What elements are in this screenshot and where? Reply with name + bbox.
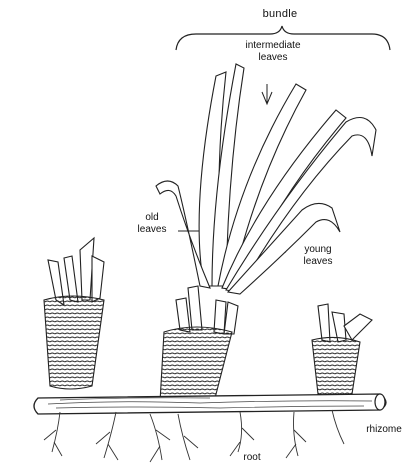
intermediate-leaves-label-line1: intermediate (228, 40, 318, 52)
intermediate-leaves-pointer (262, 84, 272, 104)
young-leaves-label: young leaves (286, 244, 350, 268)
rhizome-body (34, 394, 386, 414)
old-leaves-label-line2: leaves (120, 224, 184, 236)
rhizome-end-cap (375, 394, 385, 410)
young-leaves-label-line1: young (286, 244, 350, 256)
intermediate-leaves-label: intermediate leaves (228, 40, 318, 64)
old-leaves-label-line1: old (120, 212, 184, 224)
right-shoot (312, 304, 372, 396)
intermediate-leaves-label-line2: leaves (228, 52, 318, 64)
root-label: root (232, 452, 272, 464)
bundle-label: bundle (250, 8, 310, 20)
old-leaves-label: old leaves (120, 212, 184, 236)
young-leaves-label-line2: leaves (286, 256, 350, 268)
left-shoot (44, 238, 104, 389)
rhizome-label: rhizome (356, 424, 412, 436)
roots (44, 410, 344, 462)
